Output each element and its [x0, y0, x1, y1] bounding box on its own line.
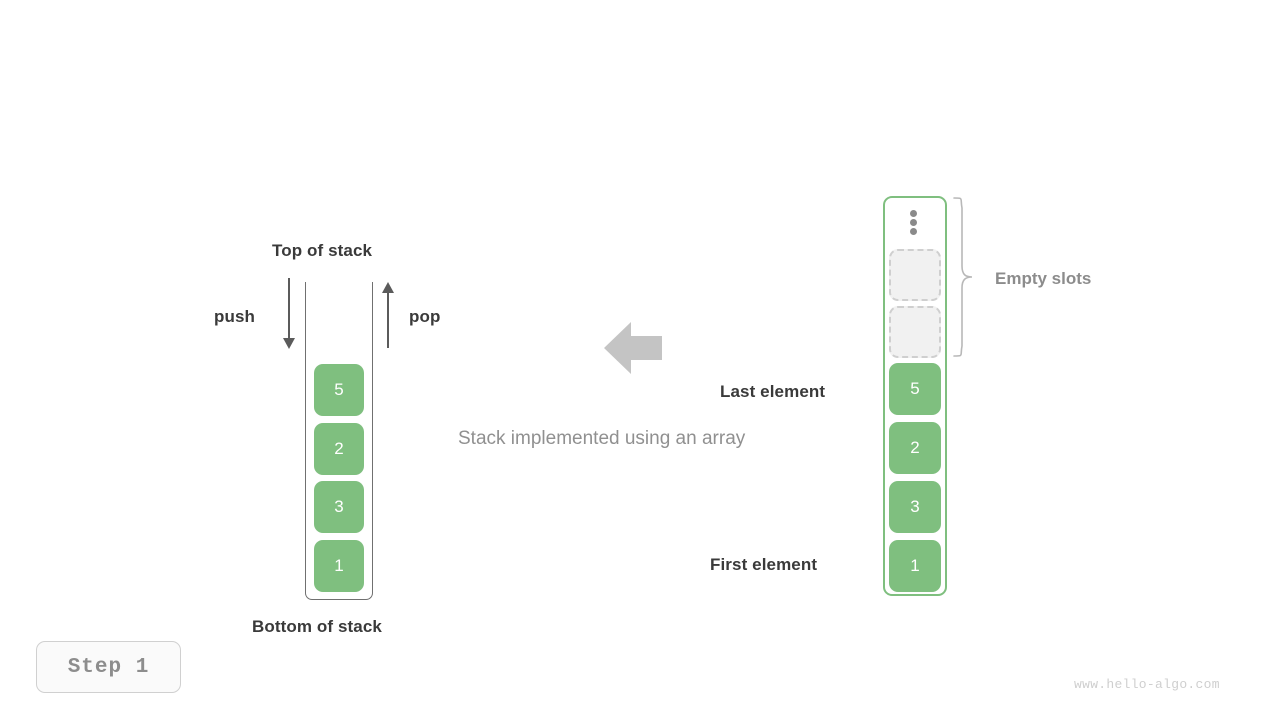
stack-container-outline — [305, 282, 373, 600]
watermark: www.hello-algo.com — [1074, 677, 1220, 692]
pop-label: pop — [409, 307, 441, 326]
stack-cell: 2 — [314, 423, 364, 475]
push-arrow-head — [283, 338, 295, 349]
vertical-ellipsis-icon — [910, 210, 918, 236]
array-cell: 3 — [889, 481, 941, 533]
diagram-caption: Stack implemented using an array — [458, 428, 746, 449]
empty-slot — [889, 249, 941, 301]
empty-slots-label: Empty slots — [995, 269, 1092, 288]
empty-slots-brace — [953, 197, 973, 357]
left-stack-group: Top of stack push pop 5 2 3 1 Bottom of … — [0, 0, 520, 700]
stack-cell: 5 — [314, 364, 364, 416]
stack-cell: 3 — [314, 481, 364, 533]
array-cell: 1 — [889, 540, 941, 592]
stack-cell: 1 — [314, 540, 364, 592]
push-arrow-shaft — [288, 278, 291, 340]
bottom-of-stack-label: Bottom of stack — [252, 617, 382, 636]
left-pointing-arrow-icon — [604, 322, 662, 374]
top-of-stack-label: Top of stack — [272, 241, 373, 260]
pop-arrow-shaft — [387, 292, 390, 348]
step-badge: Step 1 — [36, 641, 181, 693]
last-element-label: Last element — [720, 382, 826, 401]
pop-arrow-head — [382, 282, 394, 293]
empty-slot — [889, 306, 941, 358]
array-cell: 5 — [889, 363, 941, 415]
push-label: push — [214, 307, 256, 326]
array-cell: 2 — [889, 422, 941, 474]
first-element-label: First element — [710, 555, 818, 574]
